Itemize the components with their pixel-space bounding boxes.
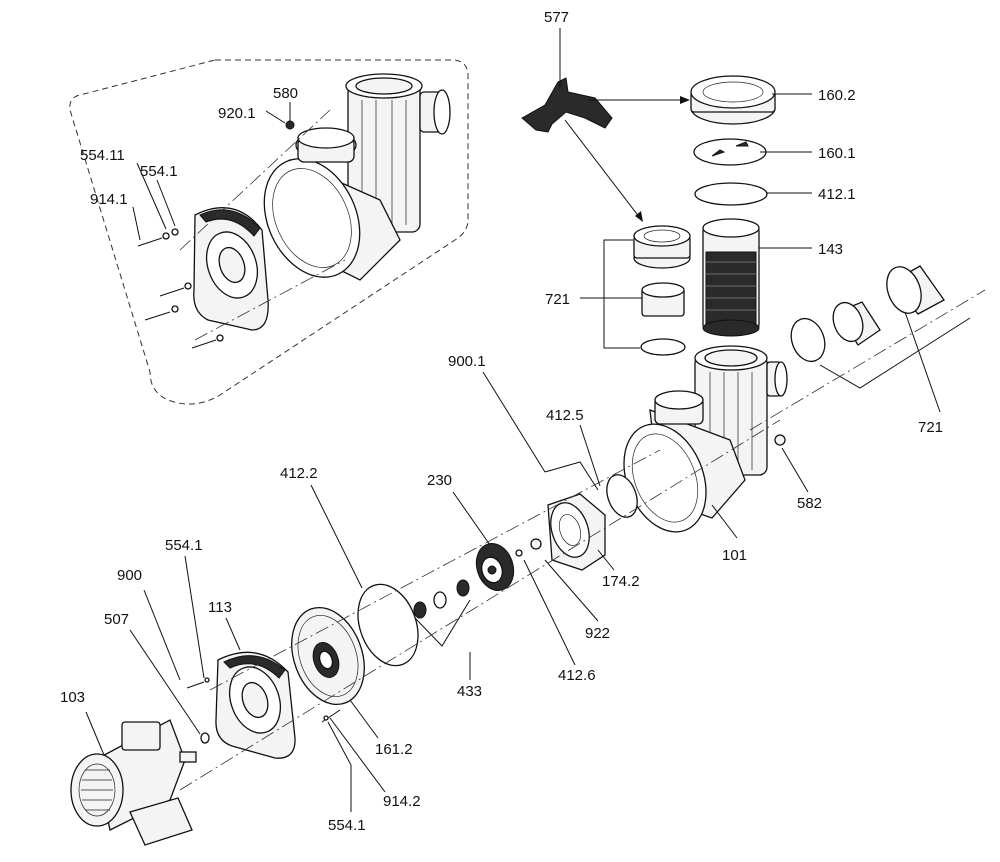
lid-160-1: [693, 138, 767, 166]
cover-plate-161-2: [291, 606, 365, 706]
label-103: 103: [60, 689, 85, 706]
inset-motor-bracket: [193, 207, 269, 331]
label-554-1-inset: 554.1: [140, 163, 178, 180]
washer-507: [200, 732, 210, 744]
label-914-2: 914.2: [383, 793, 421, 810]
motor-bracket-113: [215, 651, 296, 759]
label-721-right: 721: [918, 419, 943, 436]
gasket-412-5: [606, 474, 638, 518]
label-230: 230: [427, 472, 452, 489]
label-412-2: 412.2: [280, 465, 318, 482]
label-900-1: 900.1: [448, 353, 486, 370]
label-160-1: 160.1: [818, 145, 856, 162]
label-582: 582: [797, 495, 822, 512]
label-922: 922: [585, 625, 610, 642]
union-721-left: [633, 225, 691, 356]
label-433: 433: [457, 683, 482, 700]
label-412-5: 412.5: [546, 407, 584, 424]
label-507: 507: [104, 611, 129, 628]
mech-seal-433: [413, 579, 470, 619]
label-412-6: 412.6: [558, 667, 596, 684]
label-143: 143: [818, 241, 843, 258]
label-160-2: 160.2: [818, 87, 856, 104]
inset-pump-housing: [263, 73, 451, 281]
union-721-right: [790, 265, 945, 363]
label-554-1-lower: 554.1: [328, 817, 366, 834]
label-113: 113: [208, 599, 232, 616]
key-tool-577: [521, 77, 613, 133]
gasket-412-1: [694, 182, 768, 206]
motor-103: [70, 719, 197, 846]
lid-ring-160-2: [690, 75, 776, 125]
gasket-412-2: [357, 583, 419, 667]
label-101: 101: [722, 547, 747, 564]
label-914-1: 914.1: [90, 191, 128, 208]
oring-412-6: [515, 549, 523, 557]
label-577: 577: [544, 9, 569, 26]
label-161-2: 161.2: [375, 741, 413, 758]
leader-lines: [85, 28, 941, 812]
label-900: 900: [117, 567, 142, 584]
label-174-2: 174.2: [602, 573, 640, 590]
label-721-left: 721: [545, 291, 570, 308]
impeller-230: [475, 543, 515, 591]
label-412-1: 412.1: [818, 186, 856, 203]
label-554-1-main: 554.1: [165, 537, 203, 554]
pump-housing-101: [623, 345, 788, 533]
strainer-basket-143: [702, 218, 760, 337]
label-580: 580: [273, 85, 298, 102]
inset-bolts: [137, 120, 295, 349]
diffuser-174-2: [547, 493, 606, 571]
nut-922: [530, 538, 542, 550]
label-920-1: 920.1: [218, 105, 256, 122]
drain-plug-582: [774, 434, 786, 446]
callout-labels: 577 160.2 160.1 412.1 143 721 721 580 92…: [60, 9, 943, 834]
label-554-11: 554.11: [80, 147, 125, 164]
